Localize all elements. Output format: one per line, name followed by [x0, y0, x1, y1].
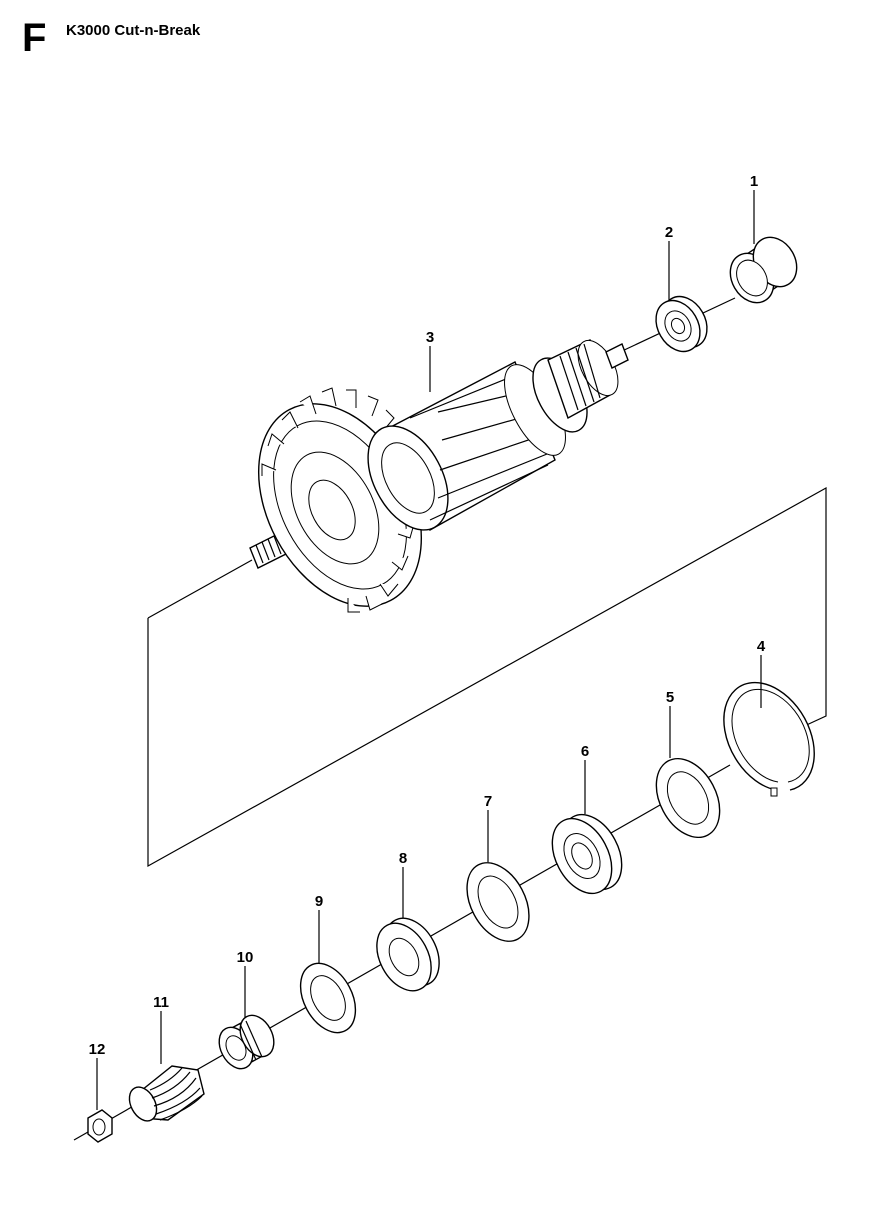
section-letter: F [22, 16, 47, 60]
callout-11: 11 [153, 994, 169, 1011]
armature-rotor-core [367, 361, 566, 531]
part-2-ball-bearing [655, 295, 708, 353]
callout-12: 12 [89, 1041, 106, 1058]
model-title: K3000 Cut-n-Break [66, 22, 201, 39]
callout-10: 10 [237, 949, 254, 966]
part-12-nut [87, 1109, 113, 1143]
part-9-washer [299, 962, 357, 1034]
callout-2: 2 [665, 224, 673, 241]
leader-lines [96, 190, 762, 1110]
callout-1: 1 [750, 173, 758, 190]
axis-line-upper-left [147, 559, 253, 619]
part-8-bearing-ring [376, 917, 440, 992]
callout-4: 4 [757, 638, 766, 655]
callout-7: 7 [484, 793, 492, 810]
part-1-bearing-sleeve [729, 236, 798, 304]
armature-commutator [532, 339, 629, 433]
part-6-ball-bearing [551, 813, 623, 895]
part-4-retaining-ring [723, 681, 815, 797]
part-7-washer [466, 862, 530, 942]
assembly-frame-line [147, 486, 827, 868]
callout-8: 8 [399, 850, 407, 867]
part-5-washer [655, 757, 721, 839]
callout-6: 6 [581, 743, 589, 760]
callout-numbers: 1 2 3 4 5 6 7 8 9 10 11 12 [89, 173, 766, 1058]
callout-3: 3 [426, 329, 434, 346]
part-3-armature [249, 339, 629, 613]
part-10-threaded-sleeve [218, 1014, 275, 1070]
callout-5: 5 [666, 689, 674, 706]
callout-9: 9 [315, 893, 323, 910]
part-11-spiral-bevel-gear [128, 1065, 205, 1122]
